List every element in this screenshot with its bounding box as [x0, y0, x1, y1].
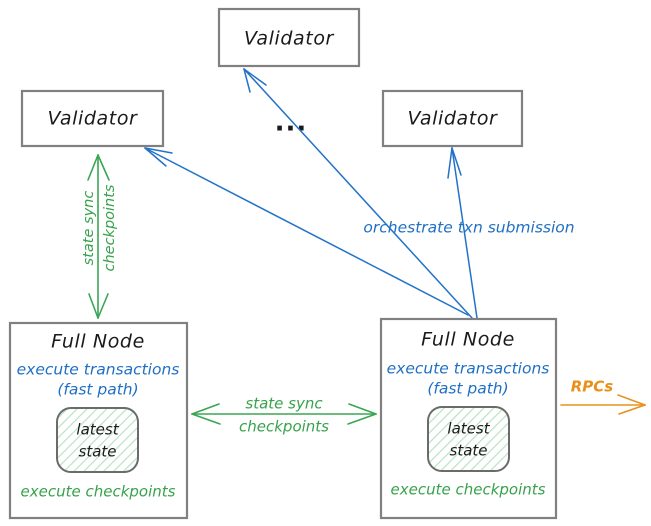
full-node-left-state-line2: state [79, 443, 117, 461]
validator-right-box[interactable] [381, 89, 524, 148]
validator-top[interactable]: Validator [217, 7, 361, 68]
full-node-right-latest-state-box[interactable] [427, 406, 510, 472]
full-node-right-execute-transactions: execute transactions [387, 360, 550, 378]
validator-top-box[interactable] [217, 7, 361, 68]
arrow-rpcs [560, 394, 646, 415]
validator-left-label: Validator [48, 108, 139, 130]
arrow-vertical-state-sync [87, 154, 110, 319]
full-node-right-fast-path: (fast path) [427, 380, 508, 398]
full-node-right-state-line2: state [450, 442, 488, 460]
label-orchestrate-txn-submission: orchestrate txn submission [363, 219, 574, 237]
full-node-left-title: Full Node [51, 331, 145, 353]
label-middle-state-sync: state sync [245, 395, 323, 413]
validator-right[interactable]: Validator [381, 89, 524, 148]
validator-right-label: Validator [408, 108, 499, 130]
full-node-left-state-line1: latest [76, 421, 119, 439]
full-node-right-title: Full Node [421, 329, 515, 351]
label-middle-checkpoints: checkpoints [239, 418, 329, 436]
full-node-right-state-line1: latest [447, 420, 490, 438]
full-node-left-latest-state-box[interactable] [56, 407, 139, 473]
full-node-right[interactable]: Full Node execute transactions (fast pat… [379, 317, 558, 520]
validator-left-box[interactable] [20, 89, 165, 148]
full-node-left-fast-path: (fast path) [57, 381, 138, 399]
arrow-middle-state-sync [191, 403, 377, 425]
arrow-orchestrate-left-validator [144, 147, 469, 316]
validator-left[interactable]: Validator [20, 89, 165, 148]
full-node-left-execute-checkpoints: execute checkpoints [21, 483, 176, 501]
label-vertical-state-sync: state sync [81, 191, 97, 266]
full-node-right-execute-checkpoints: execute checkpoints [391, 481, 546, 499]
label-vertical-checkpoints: checkpoints [102, 184, 118, 271]
full-node-left-execute-transactions: execute transactions [17, 361, 180, 379]
full-node-left[interactable]: Full Node execute transactions (fast pat… [8, 321, 189, 520]
validator-ellipsis: ... [275, 108, 308, 138]
arrow-orchestrate-top-validator [243, 68, 473, 319]
label-rpcs: RPCs [571, 378, 614, 396]
arrow-orchestrate-right-validator [447, 147, 478, 319]
validator-top-label: Validator [244, 28, 335, 50]
